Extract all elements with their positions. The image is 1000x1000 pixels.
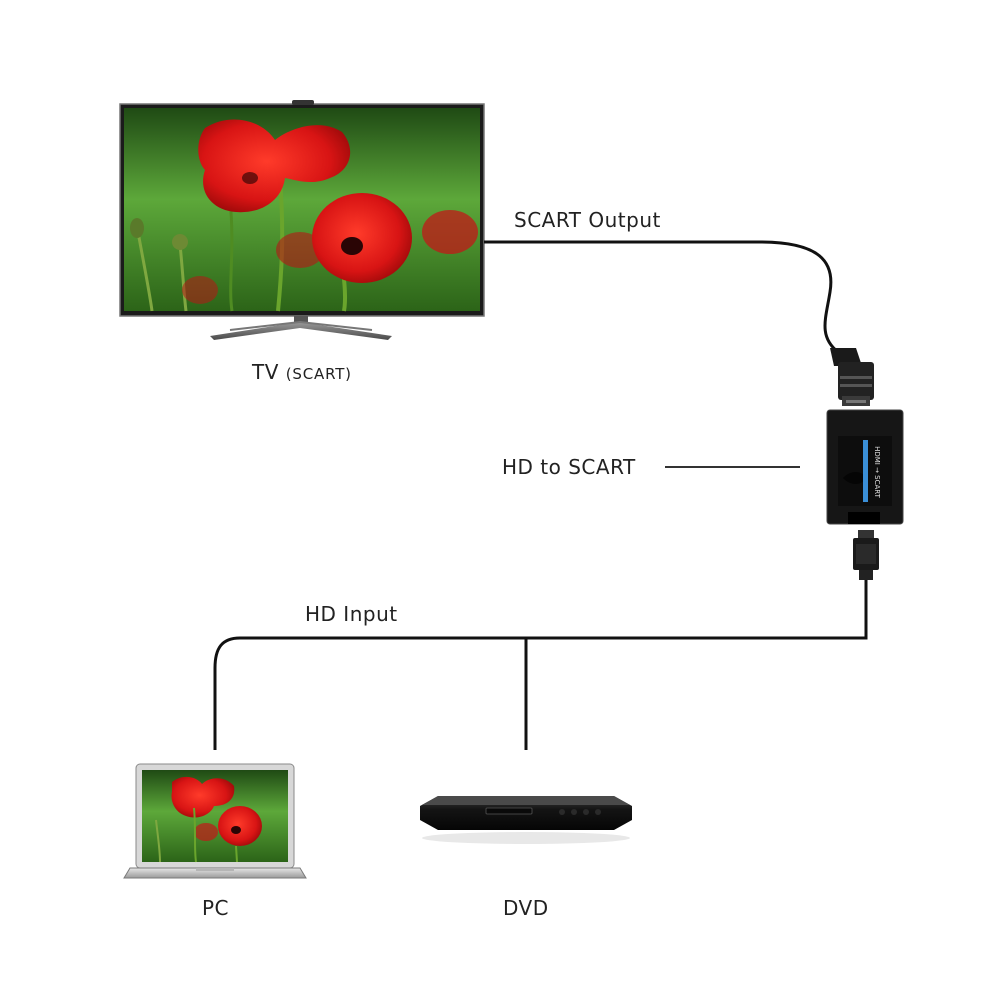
dvd-player-device xyxy=(420,796,632,844)
hdmi-plug xyxy=(853,530,879,580)
hd-input-cable xyxy=(213,578,868,750)
scart-plug xyxy=(830,348,874,406)
scart-output-cable xyxy=(484,240,839,354)
laptop-device xyxy=(123,763,307,879)
tv-label: TV (SCART) xyxy=(252,360,352,384)
laptop-base xyxy=(123,867,307,879)
tv-device xyxy=(119,100,485,340)
cables xyxy=(213,240,868,750)
pc-label: PC xyxy=(202,896,230,920)
tv-camera xyxy=(292,100,314,105)
hd-to-scart-converter: HDMI → SCART xyxy=(826,409,904,525)
tv-screen xyxy=(124,108,480,312)
poppy-flower xyxy=(198,119,412,283)
dvd-label: DVD xyxy=(503,896,549,920)
hd-to-scart-label: HD to SCART xyxy=(502,455,636,479)
scart-output-label: SCART Output xyxy=(514,208,661,232)
tv-stand xyxy=(210,316,392,340)
hd-input-label: HD Input xyxy=(305,602,398,626)
tv-label-sub: (SCART) xyxy=(285,365,352,383)
tv-label-main: TV xyxy=(252,360,279,384)
converter-face-text: HDMI → SCART xyxy=(873,446,881,499)
